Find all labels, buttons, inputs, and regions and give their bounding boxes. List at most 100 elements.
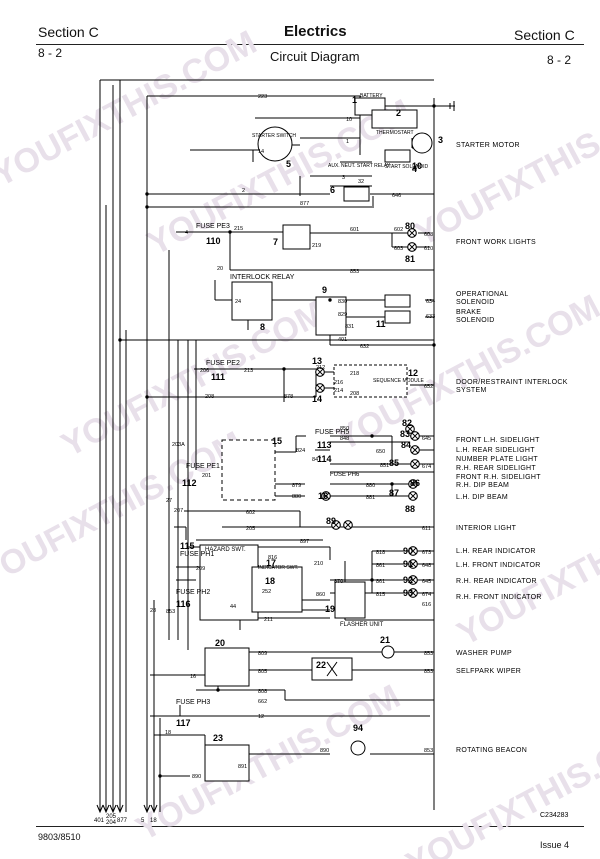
- svg-text:117: 117: [176, 718, 191, 728]
- svg-text:847: 847: [312, 457, 321, 463]
- svg-text:890: 890: [192, 774, 201, 780]
- lamp-87: [408, 491, 418, 501]
- svg-text:19: 19: [325, 604, 335, 614]
- svg-text:83: 83: [400, 429, 410, 439]
- svg-text:89: 89: [326, 516, 336, 526]
- svg-text:634: 634: [426, 299, 435, 305]
- svg-text:223: 223: [258, 94, 267, 100]
- indicator-switch-box: [251, 566, 303, 613]
- svg-text:82: 82: [402, 418, 412, 428]
- svg-text:14: 14: [258, 149, 264, 155]
- svg-text:86: 86: [410, 478, 420, 488]
- watermark-text: YOUFIXTHIS.COM: [130, 677, 406, 848]
- svg-text:9: 9: [322, 285, 327, 295]
- starter-switch-body: [257, 126, 293, 162]
- label-rh-dip-beam: R.H. DIP BEAM: [456, 482, 509, 489]
- svg-text:80: 80: [405, 221, 415, 231]
- header-rule: [36, 44, 584, 45]
- svg-text:112: 112: [182, 478, 197, 488]
- label-interior-light: INTERIOR LIGHT: [456, 525, 517, 532]
- svg-text:91: 91: [403, 559, 413, 569]
- bus-label-205: 205: [106, 814, 117, 820]
- svg-text:94: 94: [353, 723, 363, 733]
- relay-20-box: [204, 647, 250, 687]
- section-label-right: Section C: [514, 27, 575, 43]
- svg-text:16: 16: [190, 674, 196, 680]
- doc-code: 9803/8510: [38, 832, 81, 842]
- svg-text:601: 601: [350, 227, 359, 233]
- watermark-text: YOUFIXTHIS.COM: [400, 712, 600, 859]
- svg-text:90: 90: [403, 546, 413, 556]
- fuse-ph6-label: FUSE PH6: [330, 472, 360, 478]
- svg-text:212: 212: [316, 365, 325, 371]
- svg-text:12: 12: [408, 368, 418, 378]
- fuse-pe2-label: FUSE PE2: [206, 360, 240, 367]
- function-labels: STARTER MOTOR FRONT WORK LIGHTS OPERATIO…: [456, 142, 568, 754]
- page-subtitle: Circuit Diagram: [270, 49, 360, 64]
- page-number-left: 8 - 2: [38, 46, 63, 60]
- svg-text:4: 4: [412, 164, 417, 174]
- label-lh-rear-indicator: L.H. REAR INDICATOR: [456, 548, 536, 555]
- svg-text:206: 206: [200, 368, 209, 374]
- svg-text:17: 17: [266, 558, 276, 568]
- svg-text:646: 646: [392, 193, 401, 199]
- svg-text:2: 2: [242, 188, 245, 194]
- svg-text:18: 18: [265, 576, 275, 586]
- svg-text:3: 3: [438, 135, 443, 145]
- svg-text:213: 213: [244, 368, 253, 374]
- svg-text:645: 645: [422, 436, 431, 442]
- svg-text:115: 115: [180, 541, 195, 551]
- bus-label-877: 877: [117, 818, 128, 824]
- label-rotating-beacon: ROTATING BEACON: [456, 747, 527, 754]
- svg-text:611: 611: [422, 526, 431, 532]
- svg-text:20: 20: [217, 266, 223, 272]
- relay-15-box: [221, 439, 276, 501]
- svg-text:848: 848: [340, 436, 349, 442]
- svg-text:10: 10: [346, 117, 352, 123]
- svg-text:201: 201: [202, 473, 211, 479]
- svg-text:218: 218: [350, 371, 359, 377]
- svg-text:610: 610: [424, 246, 433, 252]
- lamps: [315, 228, 420, 756]
- svg-text:16: 16: [318, 491, 328, 501]
- label-starter-motor: STARTER MOTOR: [456, 142, 520, 149]
- bus-terminals: 401 205 204 877 5 18: [94, 804, 158, 826]
- lamp-84: [410, 445, 420, 455]
- svg-text:20: 20: [215, 638, 225, 648]
- svg-text:401: 401: [338, 337, 347, 343]
- svg-text:6: 6: [330, 185, 335, 195]
- bus-label-18: 18: [150, 818, 157, 824]
- svg-text:632: 632: [360, 344, 369, 350]
- flasher-unit-label: FLASHER UNIT: [340, 622, 384, 628]
- thermostart-label: THERMOSTART: [376, 130, 414, 136]
- svg-text:853: 853: [424, 748, 433, 754]
- svg-text:878: 878: [284, 394, 293, 400]
- svg-text:616: 616: [422, 602, 431, 608]
- svg-text:208: 208: [205, 394, 214, 400]
- start-solenoid-box: [384, 149, 411, 163]
- fuse-pe1-label: FUSE PE1: [186, 463, 220, 470]
- label-front-work-lights: FRONT WORK LIGHTS: [456, 239, 536, 246]
- watermark-text: YOUFIXTHIS.COM: [0, 23, 263, 194]
- svg-text:7: 7: [273, 237, 278, 247]
- svg-text:673: 673: [422, 550, 431, 556]
- svg-text:809: 809: [258, 651, 267, 657]
- flasher-unit-box: [334, 581, 366, 619]
- interlock-relay-box: [231, 281, 273, 321]
- svg-text:861: 861: [376, 579, 385, 585]
- svg-text:211: 211: [264, 617, 273, 623]
- svg-text:881: 881: [366, 495, 375, 501]
- svg-text:4: 4: [185, 230, 188, 236]
- svg-text:877: 877: [300, 201, 309, 207]
- lamp-14: [315, 383, 325, 393]
- svg-text:891: 891: [238, 764, 247, 770]
- page-title: Electrics: [284, 23, 347, 40]
- svg-text:22: 22: [316, 660, 326, 670]
- svg-text:824: 824: [296, 448, 305, 454]
- section-label-left: Section C: [38, 24, 99, 40]
- svg-text:1: 1: [352, 95, 357, 105]
- svg-text:15: 15: [272, 436, 282, 446]
- svg-text:880: 880: [366, 483, 375, 489]
- relay-23-box: [204, 744, 250, 782]
